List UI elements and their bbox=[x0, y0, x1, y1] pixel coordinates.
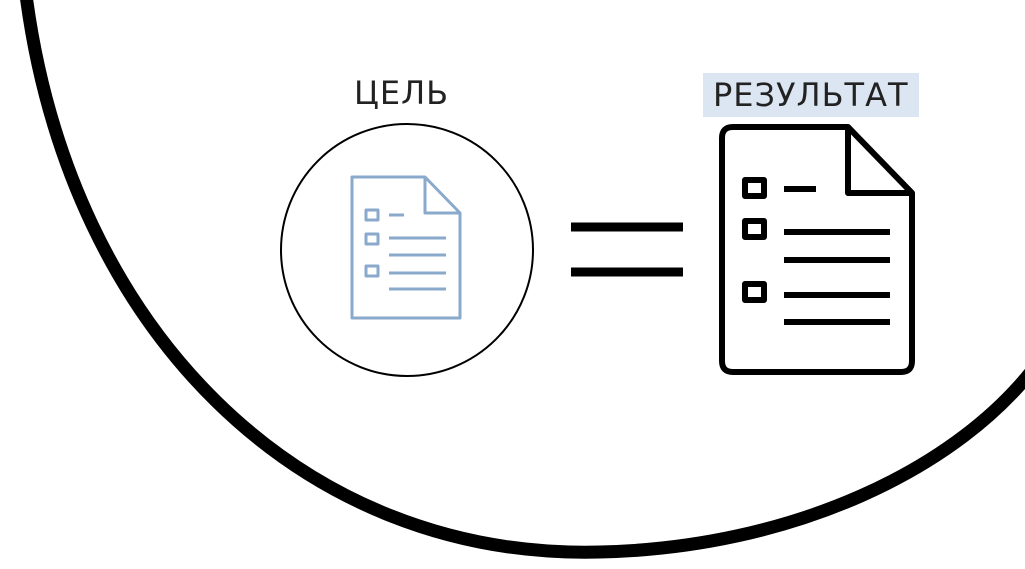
large-circle-arc bbox=[20, 0, 1025, 559]
result-document-icon bbox=[719, 124, 915, 375]
goal-label: ЦЕЛЬ bbox=[354, 74, 450, 112]
goal-document-icon bbox=[350, 175, 462, 320]
equals-icon bbox=[571, 222, 683, 277]
result-label: РЕЗУЛЬТАТ bbox=[703, 73, 919, 117]
goal-circle bbox=[280, 123, 534, 377]
